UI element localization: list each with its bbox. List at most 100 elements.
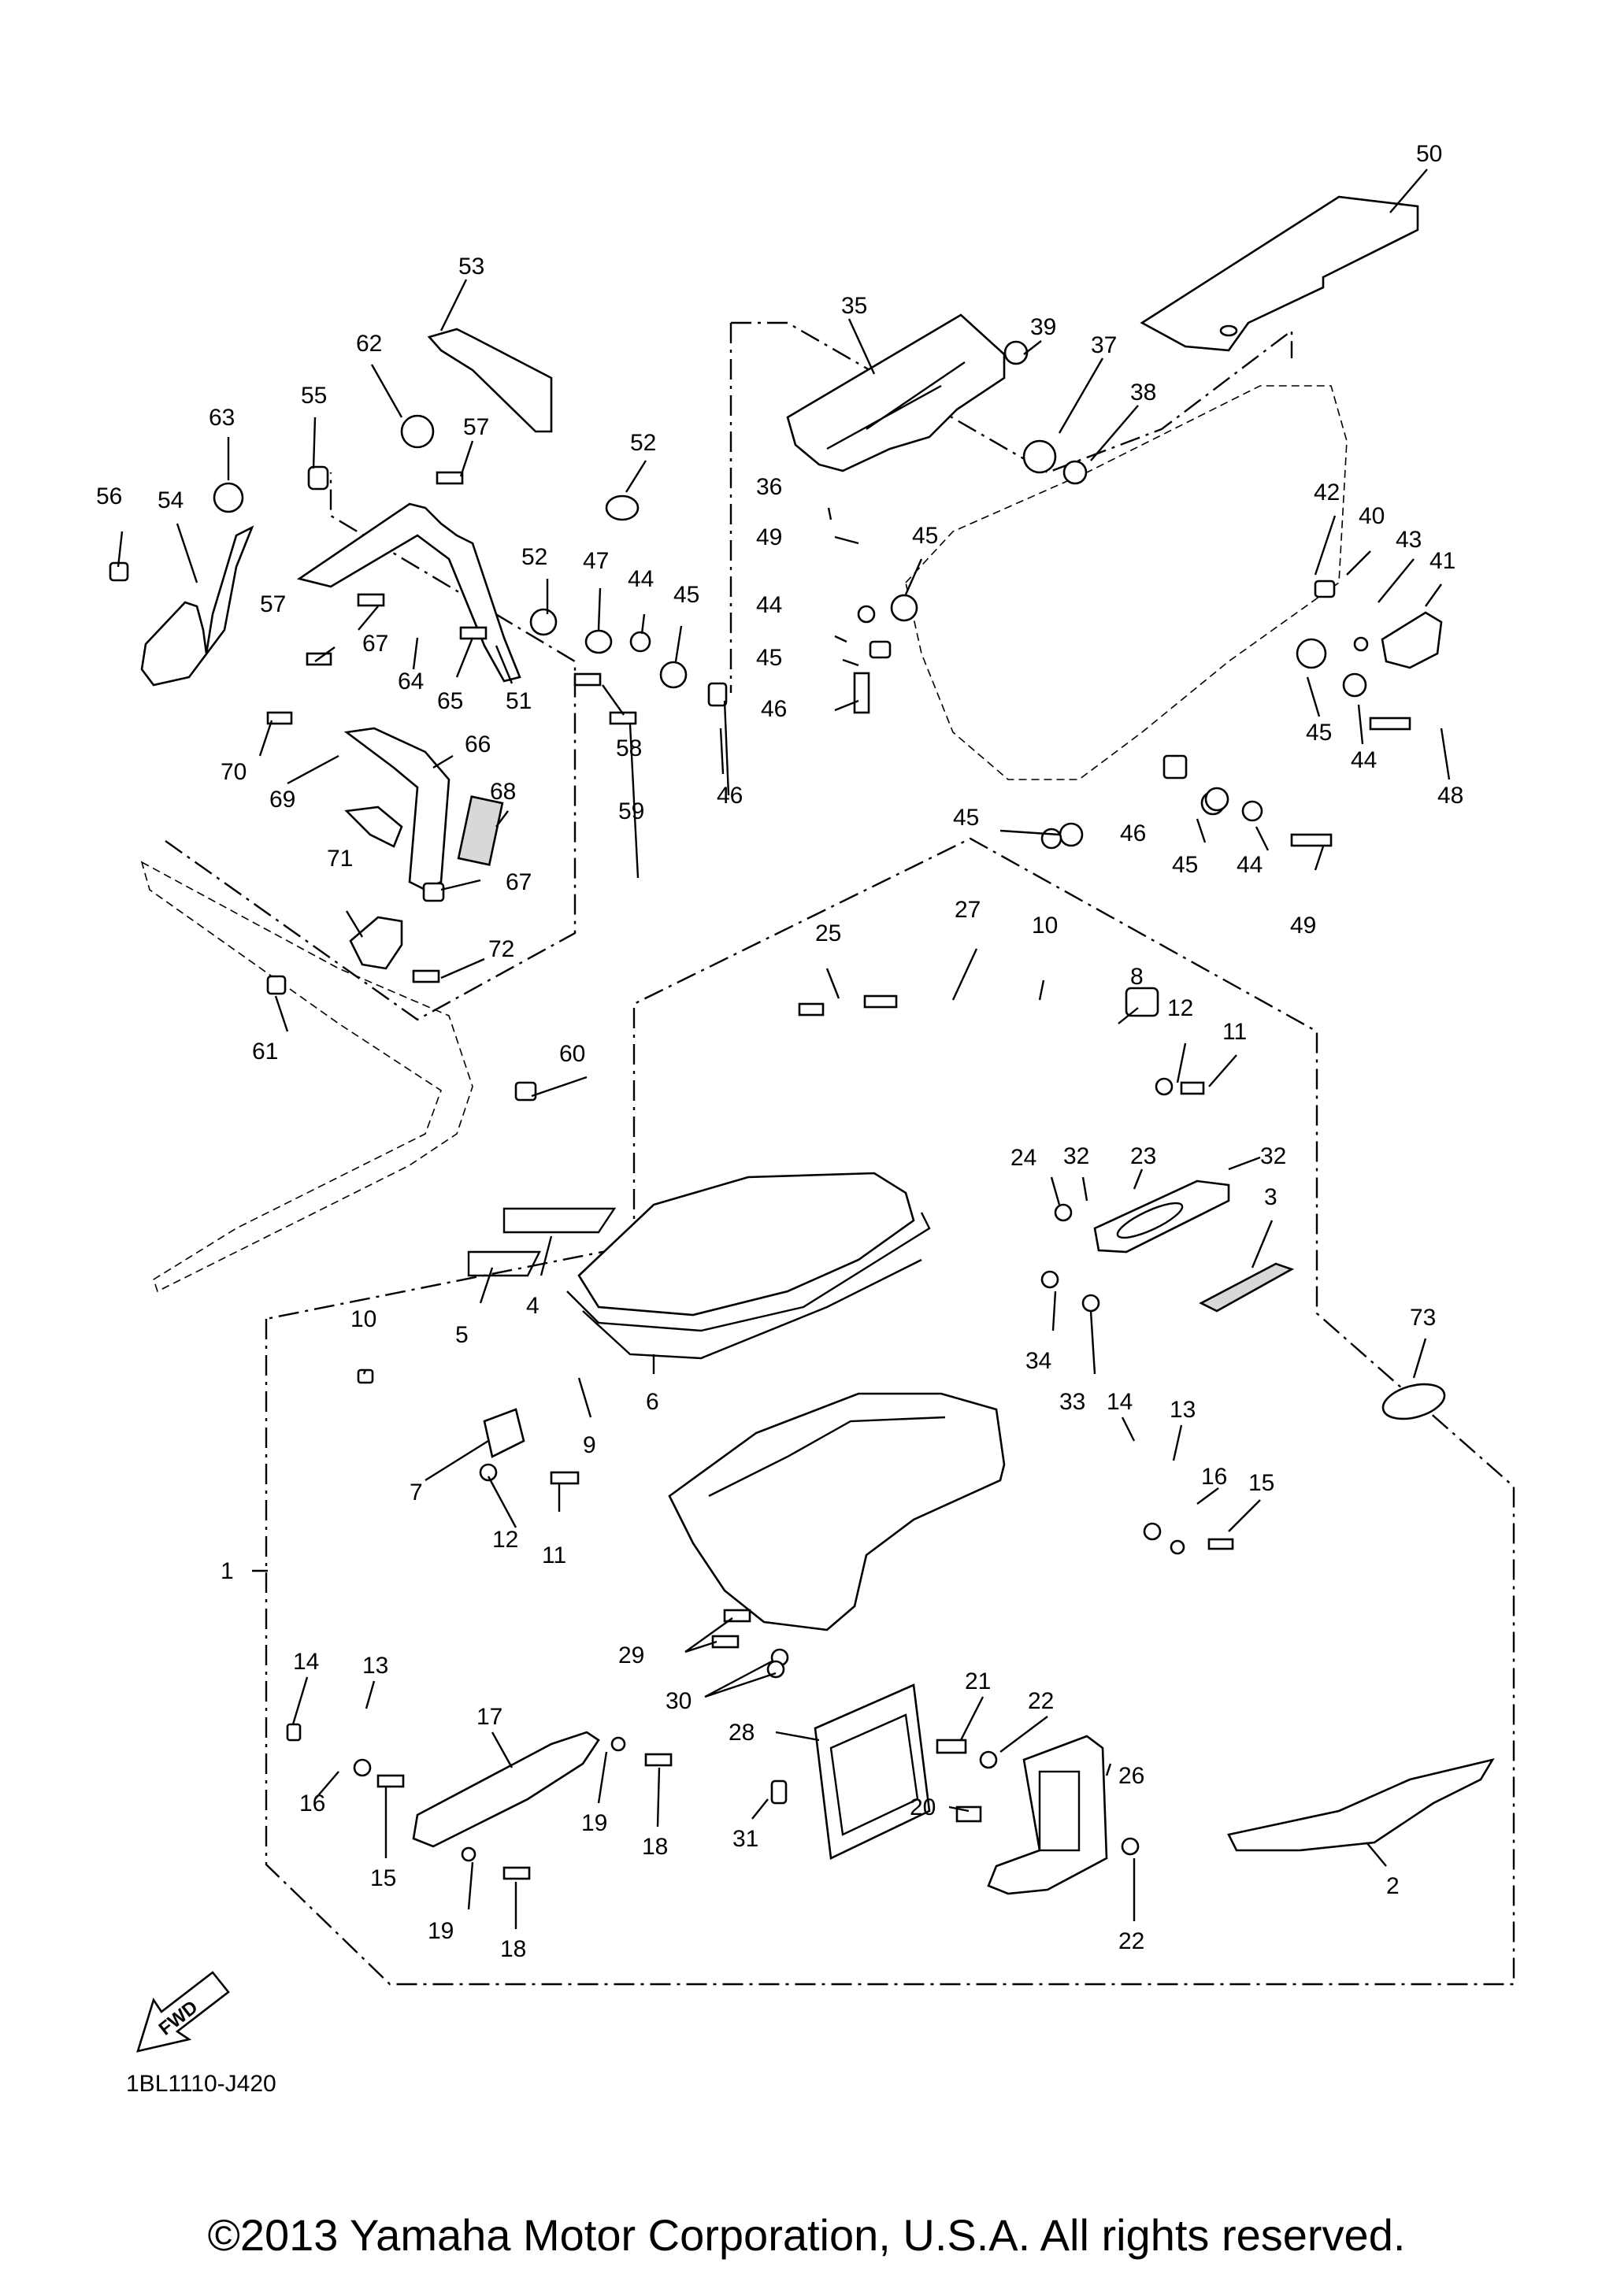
callout-3: 3 xyxy=(1264,1184,1277,1210)
callout-35: 35 xyxy=(841,293,867,319)
callout-5: 5 xyxy=(455,1322,469,1348)
callout-68: 68 xyxy=(490,779,516,805)
callout-8: 8 xyxy=(1130,964,1144,990)
part-lid xyxy=(467,1172,931,1360)
copyright-notice: ©2013 Yamaha Motor Corporation, U.S.A. A… xyxy=(207,2210,1406,2260)
callout-62: 62 xyxy=(356,331,382,357)
diagram-code: 1BL1110-J420 xyxy=(126,2071,276,2097)
saddlebag-upper-outline xyxy=(729,321,1293,693)
callout-20: 20 xyxy=(910,1794,936,1820)
part-71-mount xyxy=(349,916,403,970)
callout-45: 45 xyxy=(912,523,938,549)
callout-28: 28 xyxy=(729,1720,755,1746)
callout-43: 43 xyxy=(1396,527,1422,553)
callout-4: 4 xyxy=(526,1293,540,1319)
part-2-emblem xyxy=(1227,1758,1495,1852)
callout-61: 61 xyxy=(252,1039,278,1065)
callout-65: 65 xyxy=(437,688,463,714)
callout-56: 56 xyxy=(96,483,122,509)
callout-47: 47 xyxy=(583,548,609,574)
callout-40: 40 xyxy=(1359,503,1385,529)
callout-12: 12 xyxy=(492,1527,518,1553)
callout-57: 57 xyxy=(463,414,489,440)
callout-41: 41 xyxy=(1429,548,1455,574)
callout-44: 44 xyxy=(756,592,782,618)
callout-72: 72 xyxy=(488,936,514,962)
callout-57: 57 xyxy=(260,591,286,617)
part-28-plate xyxy=(814,1683,931,1860)
part-17-bracket xyxy=(412,1731,600,1848)
fwd-arrow: FWD xyxy=(136,1971,230,2053)
callout-45: 45 xyxy=(1172,852,1198,878)
rear-frame-ghost xyxy=(140,861,473,1293)
callout-16: 16 xyxy=(1201,1464,1227,1490)
callout-9: 9 xyxy=(583,1432,596,1458)
callout-33: 33 xyxy=(1059,1389,1085,1415)
callout-2: 2 xyxy=(1386,1873,1400,1899)
callout-11: 11 xyxy=(1222,1019,1247,1045)
callout-21: 21 xyxy=(965,1668,991,1694)
callout-18: 18 xyxy=(642,1834,668,1860)
callout-27: 27 xyxy=(955,897,981,923)
callout-19: 19 xyxy=(581,1810,607,1836)
callout-38: 38 xyxy=(1130,380,1156,406)
callout-54: 54 xyxy=(158,487,184,513)
callout-16: 16 xyxy=(299,1791,325,1816)
callout-51: 51 xyxy=(506,688,532,714)
callout-7: 7 xyxy=(410,1479,423,1505)
part-26-frame xyxy=(987,1735,1108,1895)
callout-37: 37 xyxy=(1091,332,1117,358)
part-50-pad xyxy=(1140,195,1419,352)
callout-66: 66 xyxy=(465,731,491,757)
part-51-frame xyxy=(296,502,521,683)
hardware xyxy=(109,340,1446,1880)
callout-24: 24 xyxy=(1010,1145,1036,1171)
callout-19: 19 xyxy=(428,1918,454,1944)
callout-13: 13 xyxy=(362,1653,388,1679)
callout-45: 45 xyxy=(1306,720,1332,746)
callout-32: 32 xyxy=(1260,1143,1286,1169)
callout-32: 32 xyxy=(1063,1143,1089,1169)
callout-46: 46 xyxy=(761,696,787,722)
callout-22: 22 xyxy=(1028,1688,1054,1714)
callout-11: 11 xyxy=(542,1542,566,1568)
callout-46: 46 xyxy=(717,783,743,809)
callout-63: 63 xyxy=(209,405,235,431)
callout-46: 46 xyxy=(1120,820,1146,846)
part-66-handle xyxy=(343,727,504,891)
callout-12: 12 xyxy=(1167,995,1193,1021)
callout-70: 70 xyxy=(221,759,247,785)
callout-23: 23 xyxy=(1130,1143,1156,1169)
callout-60: 60 xyxy=(559,1041,585,1067)
callout-53: 53 xyxy=(458,254,484,280)
part-23-plate xyxy=(1093,1179,1295,1313)
callout-49: 49 xyxy=(1290,913,1316,939)
callout-10: 10 xyxy=(350,1306,376,1332)
callout-69: 69 xyxy=(269,787,295,813)
part-54-bracket xyxy=(140,525,254,687)
callout-26: 26 xyxy=(1118,1763,1144,1789)
callout-67: 67 xyxy=(506,869,532,895)
callout-14: 14 xyxy=(293,1649,319,1675)
callout-44: 44 xyxy=(1237,852,1263,878)
callout-22: 22 xyxy=(1118,1928,1144,1954)
callout-64: 64 xyxy=(398,668,424,694)
callout-59: 59 xyxy=(618,798,644,824)
assembly-outline xyxy=(265,837,1515,1986)
callout-58: 58 xyxy=(616,735,642,761)
callout-48: 48 xyxy=(1437,783,1463,809)
callout-14: 14 xyxy=(1107,1389,1133,1415)
callout-30: 30 xyxy=(666,1688,692,1714)
part-53-strap xyxy=(427,328,553,433)
callout-39: 39 xyxy=(1030,314,1056,340)
callout-31: 31 xyxy=(732,1826,758,1852)
callout-45: 45 xyxy=(953,805,979,831)
callout-18: 18 xyxy=(500,1936,526,1962)
callout-1: 1 xyxy=(221,1558,234,1584)
callout-55: 55 xyxy=(301,383,327,409)
callout-45: 45 xyxy=(756,645,782,671)
callout-36: 36 xyxy=(756,474,782,500)
callout-34: 34 xyxy=(1025,1348,1051,1374)
callout-50: 50 xyxy=(1416,141,1442,167)
